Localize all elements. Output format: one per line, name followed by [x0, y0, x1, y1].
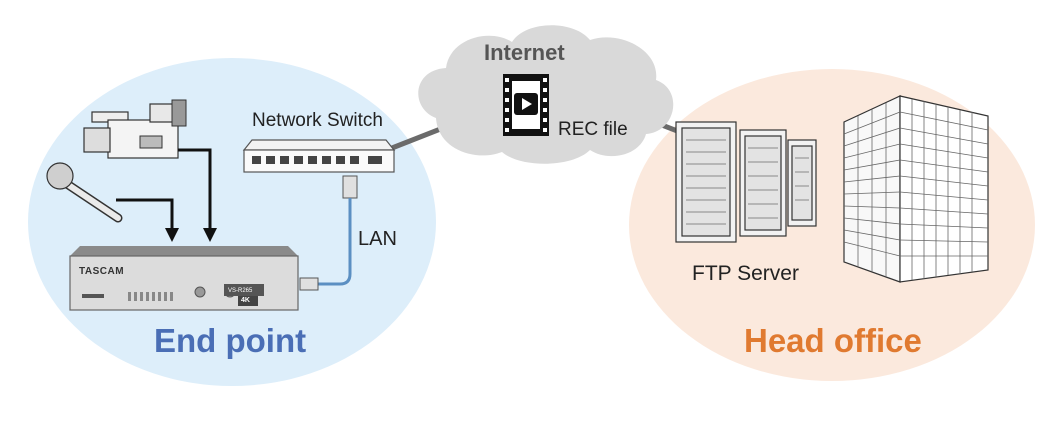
lan-label: LAN	[358, 228, 397, 250]
microphone-icon	[46, 162, 123, 223]
input-arrows	[116, 148, 212, 230]
ftp-server-icon	[675, 121, 817, 243]
recorder-device-icon	[69, 246, 299, 311]
rec-file-label: REC file	[558, 119, 628, 140]
endpoint-label: End point	[154, 322, 307, 359]
video-camera-icon	[83, 99, 187, 159]
network-switch-label: Network Switch	[252, 110, 383, 131]
ftp-server-label: FTP Server	[692, 262, 799, 285]
lan-connector-icon	[299, 175, 358, 291]
headoffice-label: Head office	[744, 322, 922, 359]
internet-label: Internet	[484, 40, 565, 65]
office-building-icon	[843, 95, 989, 283]
device-model-label: VS-R265	[228, 288, 253, 294]
network-switch-icon	[242, 139, 396, 173]
device-badge-label: 4K	[241, 297, 250, 304]
video-file-icon	[503, 74, 549, 136]
device-brand-label: TASCAM	[79, 266, 125, 277]
